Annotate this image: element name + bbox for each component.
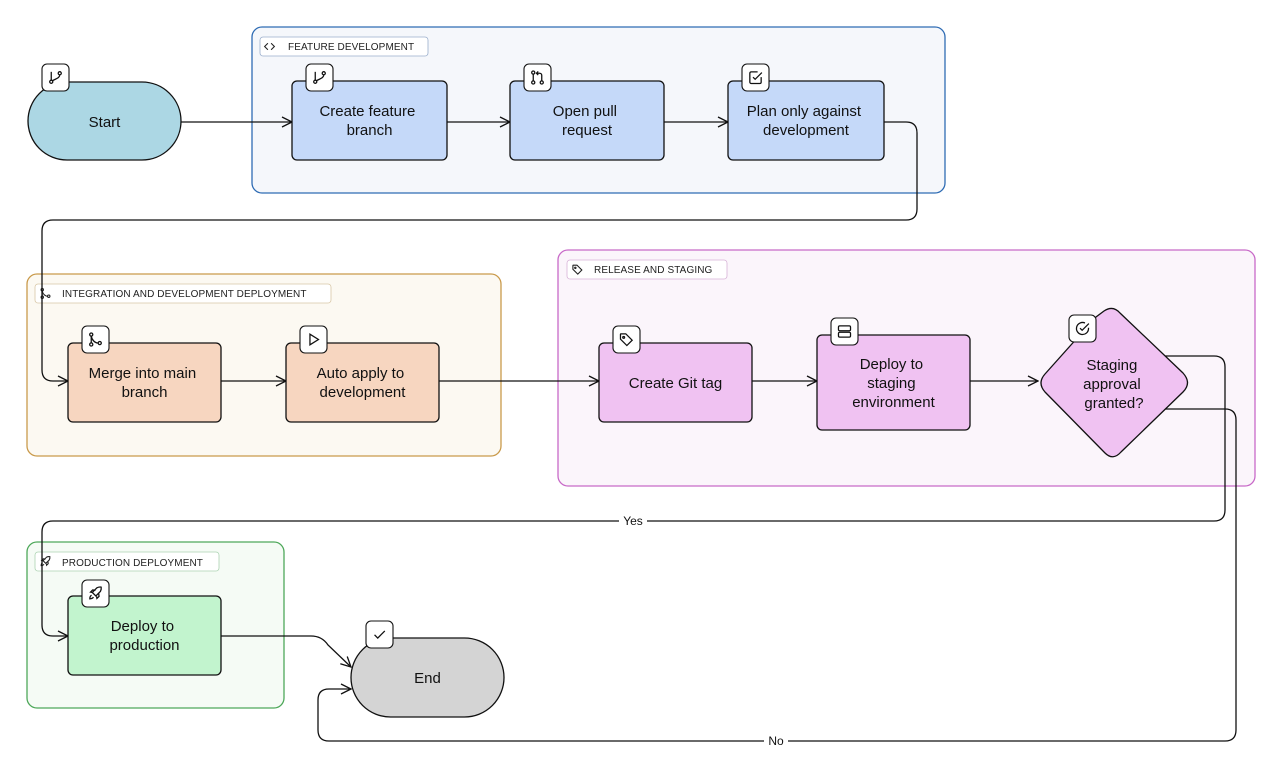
node-create-git-tag-label: Create Git tag [629, 375, 722, 392]
node-end[interactable]: End [350, 620, 505, 718]
node-deploy-staging-label: Deploy to staging environment [852, 356, 935, 411]
node-create-git-tag[interactable]: Create Git tag [598, 325, 753, 423]
node-deploy-production[interactable]: Deploy to production [67, 579, 222, 676]
node-create-feature-branch[interactable]: Create feature branch [291, 63, 448, 161]
node-open-pull-request[interactable]: Open pull request [509, 63, 665, 161]
edge-label-no-text: No [768, 734, 784, 748]
node-staging-approval-label: Staging approval granted? [1083, 357, 1145, 412]
node-start-label: Start [89, 114, 122, 131]
edge-label-yes: Yes [619, 513, 647, 528]
edge-label-yes-text: Yes [623, 514, 643, 528]
node-end-label: End [414, 670, 441, 687]
node-plan-against-development[interactable]: Plan only against development [727, 63, 885, 161]
node-merge-into-main-label: Merge into main branch [89, 365, 201, 401]
node-staging-approval-decision[interactable]: Staging approval granted? [1040, 307, 1189, 458]
node-auto-apply-development[interactable]: Auto apply to development [285, 325, 440, 423]
group-label-production: PRODUCTION DEPLOYMENT [62, 558, 203, 569]
node-plan-against-development-label: Plan only against development [747, 103, 865, 139]
node-deploy-staging[interactable]: Deploy to staging environment [816, 317, 971, 431]
edge-deploy-prod-to-end [221, 635, 351, 667]
node-open-pull-request-label: Open pull request [553, 103, 621, 139]
node-start[interactable]: Start [27, 63, 182, 161]
node-deploy-production-label: Deploy to production [109, 618, 179, 654]
edge-plan-to-merge [41, 121, 918, 381]
node-create-feature-branch-label: Create feature branch [319, 103, 419, 139]
edge-label-no: No [764, 733, 788, 748]
group-label-release: RELEASE AND STAGING [594, 265, 713, 276]
node-merge-into-main[interactable]: Merge into main branch [67, 325, 222, 423]
group-label-feature: FEATURE DEVELOPMENT [288, 42, 414, 53]
group-label-integration: INTEGRATION AND DEVELOPMENT DEPLOYMENT [62, 289, 307, 300]
node-auto-apply-development-label: Auto apply to development [317, 365, 409, 401]
